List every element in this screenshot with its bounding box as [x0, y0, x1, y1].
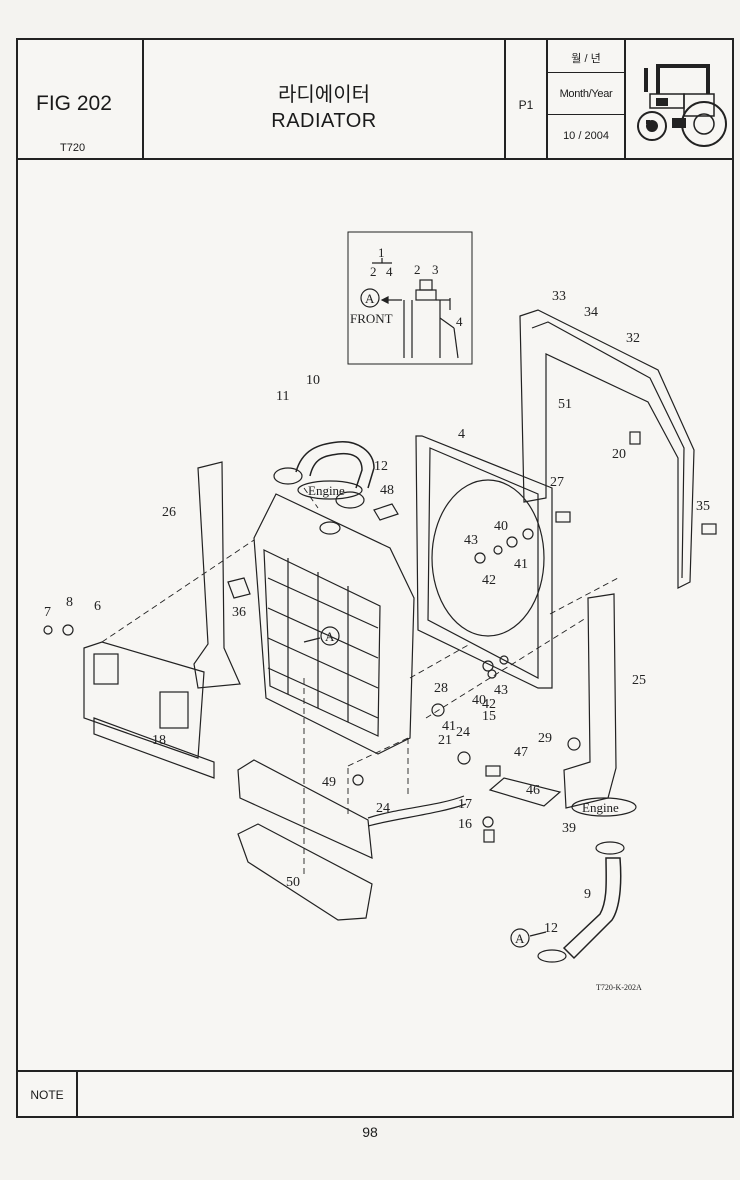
date-divider: [548, 114, 624, 115]
part-number: 41: [442, 719, 456, 734]
inset-front-label: FRONT: [350, 311, 393, 326]
inset-label-1: 1: [378, 245, 385, 260]
leader-lines: [101, 487, 619, 878]
part-number: 49: [322, 775, 336, 790]
part-number: 25: [632, 673, 646, 688]
part-number: 12: [374, 459, 388, 474]
engine-label-upper-text: Engine: [308, 483, 345, 498]
part-number: 7: [44, 605, 51, 620]
callout-a-core-text: A: [325, 629, 335, 644]
part-number: 50: [286, 875, 300, 890]
pads: [227, 503, 399, 599]
engine-label-upper: Engine: [297, 480, 363, 500]
page-frame: FIG 202 T720 라디에이터 RADIATOR P1 월 / 년 Mon…: [16, 38, 734, 1118]
support-frame: [519, 309, 695, 589]
inset-label-4b: 4: [456, 314, 463, 329]
part-number: 20: [612, 447, 626, 462]
part-number: 39: [562, 821, 576, 836]
callout-a-core: A: [303, 626, 340, 646]
part-number: 26: [162, 505, 176, 520]
part-number: 18: [152, 733, 166, 748]
front-screen: [83, 641, 215, 779]
radiator-core: [253, 493, 415, 755]
tractor-icon-cell: [626, 40, 732, 158]
part-number: 15: [482, 709, 496, 724]
part-number: 16: [458, 817, 472, 832]
title-english: RADIATOR: [271, 110, 377, 132]
inset-callout-a: A: [365, 291, 375, 306]
date-label-korean: 월 / 년: [571, 53, 601, 65]
reference-code: T720-K-202A: [596, 983, 642, 992]
part-number: 21: [438, 733, 452, 748]
part-number: 40: [494, 519, 508, 534]
header: FIG 202 T720 라디에이터 RADIATOR P1 월 / 년 Mon…: [18, 40, 732, 160]
date-value: 10 / 2004: [563, 130, 609, 142]
callout-a-hose-text: A: [515, 931, 525, 946]
date-label-english: Month/Year: [559, 88, 613, 100]
part-number: 42: [482, 573, 496, 588]
part-number: 9: [584, 887, 591, 902]
fasteners: [43, 431, 717, 843]
figure-cell: FIG 202 T720: [18, 40, 144, 158]
inset-label-4: 4: [386, 264, 393, 279]
date-cell: 월 / 년 Month/Year 10 / 2004: [548, 40, 626, 158]
part-number: 48: [380, 483, 394, 498]
part-number: 27: [550, 475, 564, 490]
lower-pipe: [367, 795, 467, 827]
radiator-exploded-diagram: 1 2 4 2 3 4 A FRONT: [43, 231, 717, 992]
fan-shroud: [415, 435, 553, 689]
engine-label-lower-text: Engine: [582, 800, 619, 815]
part-number: 12: [544, 921, 558, 936]
part-number: 24: [376, 801, 390, 816]
part-number: 43: [464, 533, 478, 548]
part-number: 24: [456, 725, 470, 740]
page-code-cell: P1: [506, 40, 548, 158]
inset-label-3: 3: [432, 262, 439, 277]
page-number: 98: [362, 1124, 378, 1140]
part-number: 28: [434, 681, 448, 696]
callout-a-hose: A: [510, 928, 547, 948]
part-number-labels: 4 6 7 8 9 10 11 12 12 15 16 17 18 20 21 …: [44, 289, 710, 936]
part-number: 46: [526, 783, 540, 798]
side-bracket-right: [563, 593, 617, 809]
baffle-plates: [237, 759, 373, 921]
inset-label-2b: 2: [414, 262, 421, 277]
part-number: 17: [458, 797, 472, 812]
model-code: T720: [60, 142, 86, 154]
part-number: 36: [232, 605, 246, 620]
part-number: 35: [696, 499, 710, 514]
part-number: 34: [584, 305, 598, 320]
engine-label-lower: Engine: [571, 797, 637, 817]
inset-label-2: 2: [370, 264, 377, 279]
part-number: 32: [626, 331, 640, 346]
part-number: 40: [472, 693, 486, 708]
title-korean: 라디에이터: [278, 84, 370, 106]
upper-hose: [273, 441, 375, 509]
date-divider: [548, 72, 624, 73]
title-cell: 라디에이터 RADIATOR: [144, 40, 506, 158]
note-row: NOTE: [18, 1070, 732, 1118]
part-number: 11: [276, 389, 289, 404]
figure-number: FIG 202: [36, 92, 112, 115]
lower-hose: [537, 841, 625, 963]
side-bracket-left: [193, 461, 241, 689]
tractor-icon: [637, 64, 727, 147]
part-number: 43: [494, 683, 508, 698]
part-number: 29: [538, 731, 552, 746]
mount-bracket: [485, 765, 562, 807]
note-label: NOTE: [18, 1072, 78, 1118]
part-number: 8: [66, 595, 73, 610]
part-number: 47: [514, 745, 528, 760]
part-number: 4: [458, 427, 465, 442]
part-number: 51: [558, 397, 572, 412]
front-view-inset: 1 2 4 2 3 4 A FRONT: [347, 231, 473, 365]
part-number: 10: [306, 373, 320, 388]
page-code: P1: [518, 98, 534, 112]
part-number: 6: [94, 599, 101, 614]
part-number: 41: [514, 557, 528, 572]
part-number: 42: [482, 697, 496, 712]
part-number: 33: [552, 289, 566, 304]
